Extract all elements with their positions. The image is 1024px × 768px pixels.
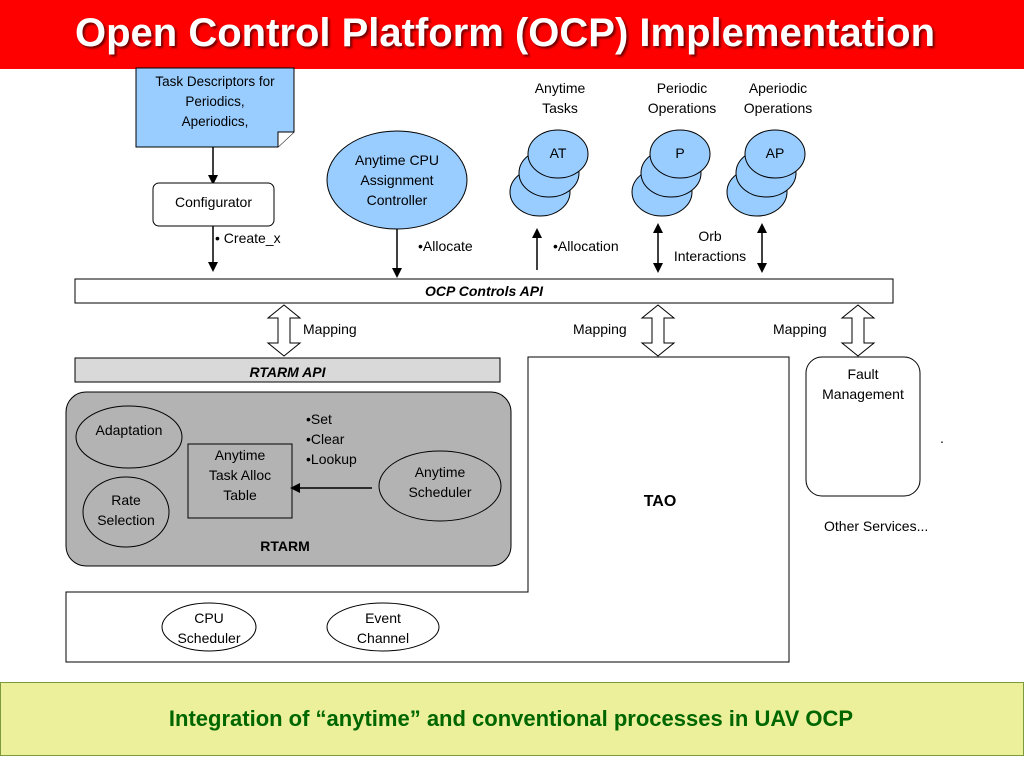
anytime-tasks-stack — [509, 129, 589, 217]
architecture-diagram — [65, 67, 921, 663]
caption-box — [0, 682, 1024, 756]
adaptation-label: Adaptation — [95, 422, 163, 438]
anytime-scheduler-ellipse — [378, 450, 502, 522]
page-title: Open Control Platform (OCP) Implementati… — [74, 11, 936, 55]
tao-box — [65, 356, 790, 663]
task-descriptors-label: Task Descriptors for Periodics, Aperiodi… — [155, 74, 275, 129]
operations-list: •Set •Clear •Lookup — [306, 411, 357, 467]
ap-node-label: AP — [765, 145, 785, 161]
anytime-task-alloc-table-label: Anytime Task Alloc Table — [208, 447, 272, 503]
periodic-operations-stack — [631, 129, 711, 217]
adaptation-ellipse — [75, 405, 183, 469]
event-channel-ellipse — [326, 602, 440, 652]
rtarm-api-label: RTARM API — [249, 364, 326, 380]
fault-management-box — [805, 356, 921, 497]
rate-selection-ellipse — [82, 476, 170, 548]
title-banner — [0, 0, 1024, 69]
aperiodic-operations-label: Aperiodic Operations — [743, 80, 813, 116]
create-x-label: • Create_x — [215, 230, 281, 246]
at-node-label: AT — [549, 145, 567, 161]
mapping-arrow-services — [840, 304, 876, 357]
anytime-tasks-label: Anytime Tasks — [534, 80, 586, 116]
ocp-controls-api-bar — [74, 278, 894, 304]
mapping-arrow-tao — [640, 304, 676, 357]
orb-interactions-label: Orb Interactions — [673, 228, 747, 264]
fault-management-label: Fault Management — [822, 366, 904, 402]
allocation-label: •Allocation — [553, 238, 619, 254]
rtarm-label: RTARM — [260, 538, 310, 554]
stray-dot: . — [940, 430, 944, 446]
mapping-label-tao: Mapping — [573, 321, 627, 337]
p-node-label: P — [675, 145, 685, 161]
rate-selection-label: Rate Selection — [97, 492, 155, 528]
ocp-controls-api-label: OCP Controls API — [425, 283, 543, 299]
periodic-operations-label: Periodic Operations — [647, 80, 717, 116]
cpu-scheduler-label: CPU Scheduler — [177, 610, 241, 646]
event-channel-label: Event Channel — [356, 610, 410, 646]
configurator-label: Configurator — [174, 194, 253, 210]
anytime-cpu-controller-label: Anytime CPU Assignment Controller — [354, 152, 440, 208]
anytime-scheduler-label: Anytime Scheduler — [408, 464, 472, 500]
caption-text: Integration of “anytime” and conventiona… — [168, 706, 854, 731]
mapping-label-services: Mapping — [773, 321, 827, 337]
rtarm-api-bar — [74, 357, 501, 383]
anytime-task-alloc-table-box — [187, 443, 293, 519]
aperiodic-operations-stack — [726, 129, 806, 217]
allocate-label: •Allocate — [418, 238, 473, 254]
other-services-label: Other Services... — [824, 518, 929, 534]
cpu-scheduler-ellipse — [161, 602, 257, 652]
mapping-label-rtarm: Mapping — [303, 321, 357, 337]
mapping-arrow-rtarm — [266, 304, 302, 357]
tao-label: TAO — [643, 493, 677, 510]
